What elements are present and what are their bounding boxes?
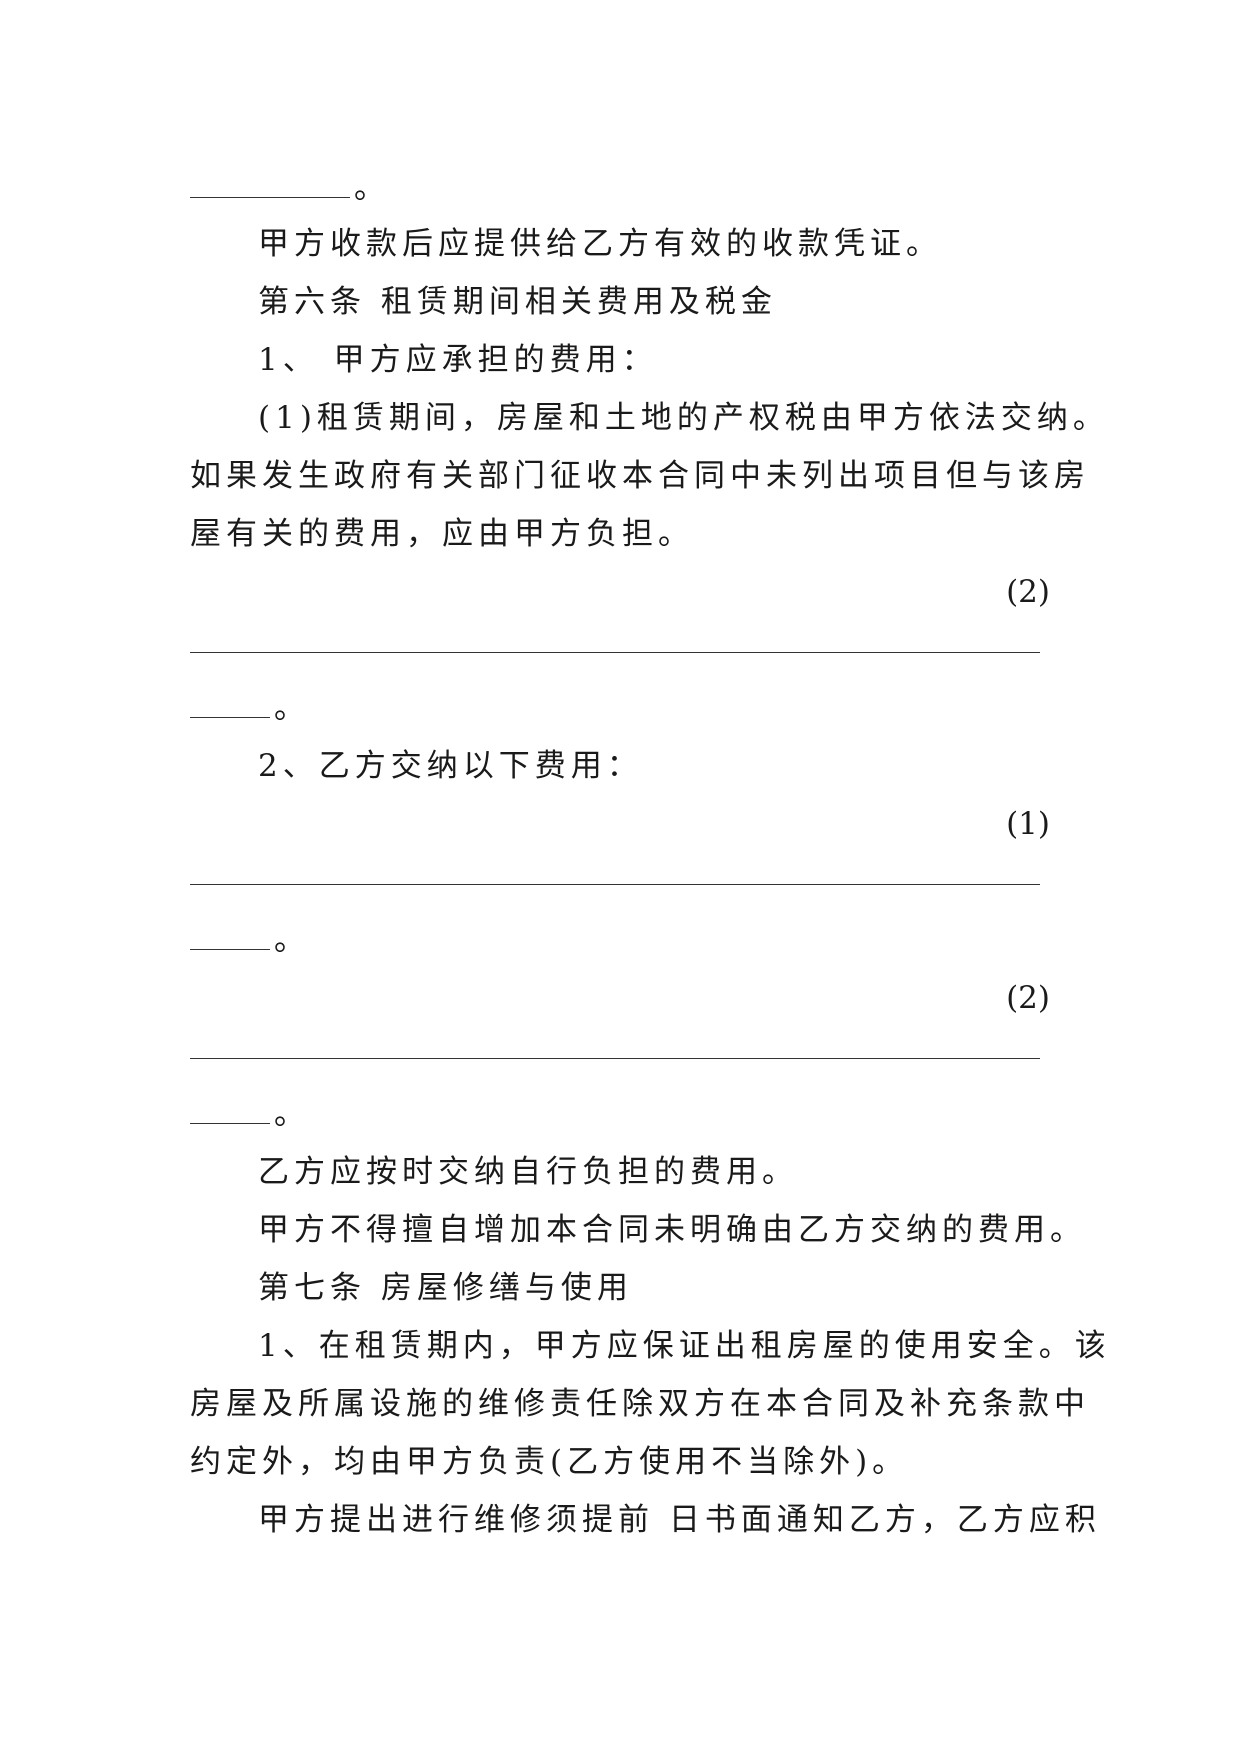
paragraph-line: 如果发生政府有关部门征收本合同中未列出项目但与该房: [190, 458, 1090, 494]
fill-in-blank: [190, 695, 270, 718]
fill-in-blank: [190, 175, 350, 198]
fill-in-rule: [190, 884, 1040, 885]
paragraph-line: 甲方收款后应提供给乙方有效的收款凭证。: [258, 226, 942, 262]
item-number: (2): [1006, 980, 1050, 1016]
fill-in-rule: [190, 652, 1040, 653]
fill-in-blank: [190, 927, 270, 950]
period-text: 。: [354, 170, 390, 206]
period-text: 。: [274, 690, 310, 726]
paragraph-line: (1)租赁期间，房屋和土地的产权税由甲方依法交纳。: [258, 400, 1109, 436]
fill-in-blank: [190, 1101, 270, 1124]
paragraph-line: 乙方应按时交纳自行负担的费用。: [258, 1154, 798, 1190]
paragraph-line: 2、乙方交纳以下费用：: [258, 748, 643, 784]
article-heading-6: 第六条 租赁期间相关费用及税金: [258, 284, 777, 320]
period-text: 。: [274, 922, 310, 958]
paragraph-line: 甲方不得擅自增加本合同未明确由乙方交纳的费用。: [258, 1212, 1086, 1248]
fill-in-rule: [190, 1058, 1040, 1059]
blank-line-end: 。: [190, 688, 1050, 728]
paragraph-line: 1、在租赁期内，甲方应保证出租房屋的使用安全。该: [258, 1328, 1111, 1364]
item-number: (2): [1006, 574, 1050, 610]
article-heading-7: 第七条 房屋修缮与使用: [258, 1270, 633, 1306]
item-number: (1): [1006, 806, 1050, 842]
blank-line-end: 。: [190, 1094, 1050, 1134]
paragraph-line: 约定外，均由甲方负责(乙方使用不当除外)。: [190, 1444, 909, 1480]
paragraph-line: 屋有关的费用，应由甲方负担。: [190, 516, 694, 552]
paragraph-line: 1、 甲方应承担的费用：: [258, 342, 658, 378]
blank-line-end: 。: [190, 168, 1050, 208]
paragraph-line: 房屋及所属设施的维修责任除双方在本合同及补充条款中: [190, 1386, 1090, 1422]
blank-line-end: 。: [190, 920, 1050, 960]
period-text: 。: [274, 1096, 310, 1132]
paragraph-line: 甲方提出进行维修须提前 日书面通知乙方，乙方应积: [258, 1502, 1101, 1538]
